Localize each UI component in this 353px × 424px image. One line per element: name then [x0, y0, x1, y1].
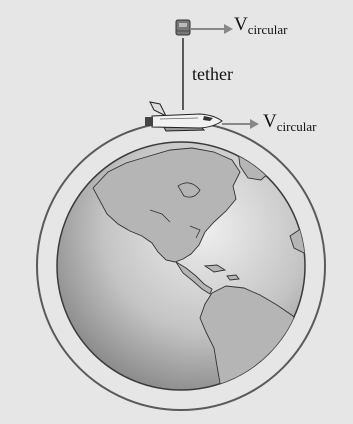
satellite-icon	[176, 20, 190, 35]
tether-label: tether	[192, 64, 233, 84]
